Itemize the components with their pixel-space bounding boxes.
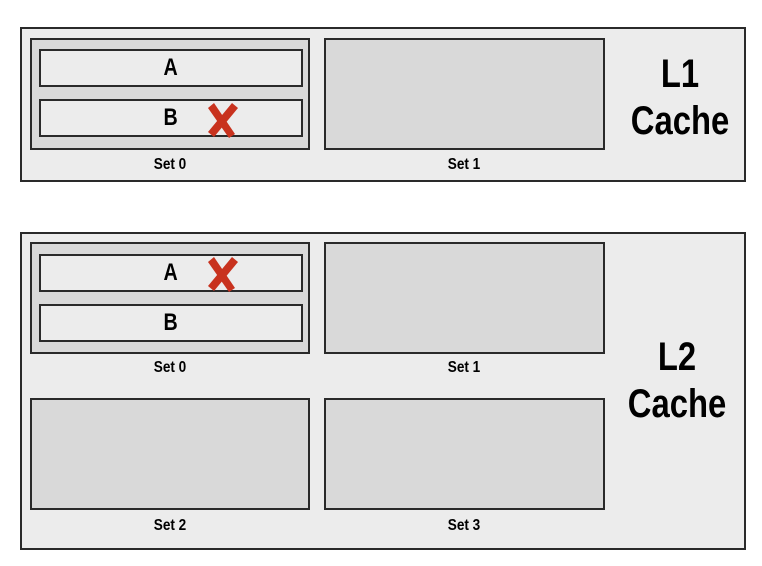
cache-title-line-1: L2: [657, 335, 697, 379]
l1-set-1-label: Set 1: [447, 156, 481, 173]
l2-set-1-label: Set 1: [447, 359, 481, 376]
l2-set-1: [324, 242, 605, 354]
line-label: A: [163, 54, 179, 81]
cache-title-line-1: L1: [660, 52, 700, 96]
l2-set-2-label: Set 2: [153, 517, 187, 534]
l2-set-0: A B: [30, 242, 310, 354]
l1-cache: A B Set 0 Set 1 L1 Cache: [20, 27, 746, 182]
l1-set-0-line-a: A: [39, 49, 303, 87]
l2-set-0-line-a: A: [39, 254, 303, 292]
l2-set-3-label: Set 3: [447, 517, 481, 534]
l2-cache: A B Set 0 Set 1 Set 2 Set 3 L2 Cache: [20, 232, 746, 550]
x-mark-icon: [208, 103, 238, 138]
l2-set-2: [30, 398, 310, 510]
x-mark-icon: [208, 257, 238, 292]
cache-title-line-2: Cache: [627, 382, 727, 426]
l1-set-0-label: Set 0: [153, 156, 187, 173]
l2-set-0-label: Set 0: [153, 359, 187, 376]
line-label: B: [163, 309, 179, 336]
l1-set-1: [324, 38, 605, 150]
cache-title-line-2: Cache: [630, 99, 730, 143]
line-label: A: [163, 259, 179, 286]
l2-cache-title: L2 Cache: [620, 334, 735, 428]
line-label: B: [163, 104, 179, 131]
l1-cache-title: L1 Cache: [623, 51, 738, 145]
l2-set-0-line-b: B: [39, 304, 303, 342]
l2-set-3: [324, 398, 605, 510]
l1-set-0-line-b: B: [39, 99, 303, 137]
l1-set-0: A B: [30, 38, 310, 150]
